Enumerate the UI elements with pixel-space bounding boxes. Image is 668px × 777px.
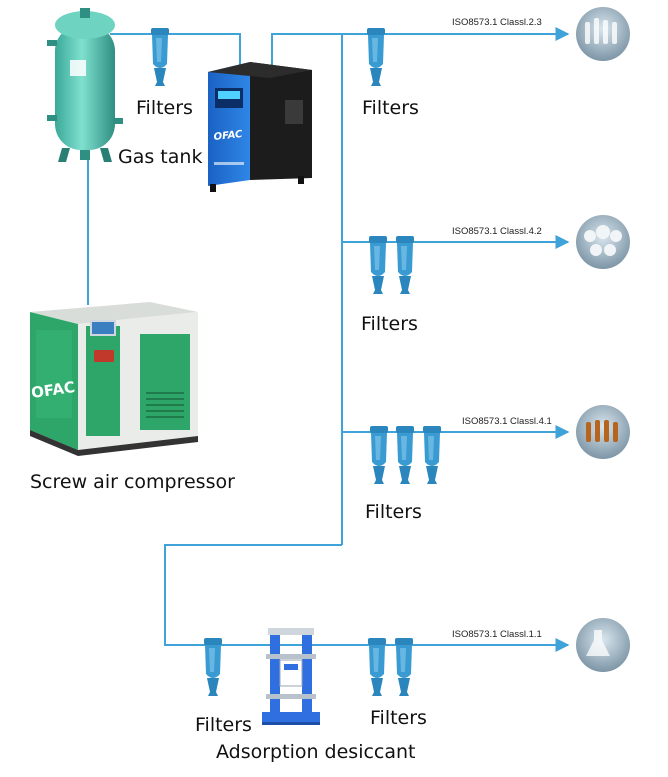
adsorption-desiccant-label: Adsorption desiccant — [216, 741, 416, 763]
filters-label-1: Filters — [136, 97, 193, 119]
filter-icon — [151, 28, 169, 86]
gas-tank-label: Gas tank — [118, 146, 203, 168]
end-use-bottling-icon — [576, 7, 630, 61]
end-use-food-processing-icon — [576, 215, 630, 269]
gas-tank-icon — [47, 8, 123, 162]
filters-label-3: Filters — [361, 313, 418, 335]
filter-icon — [396, 236, 414, 294]
filter-icon — [396, 426, 414, 484]
compressor-brand-logo: OFAC — [30, 378, 76, 402]
adsorption-desiccant-dryer-icon — [262, 628, 320, 725]
iso-class-label-1: ISO8573.1 Classl.2.3 — [452, 17, 542, 28]
iso-class-label-3: ISO8573.1 Classl.4.1 — [462, 416, 552, 427]
end-use-laboratory-icon — [576, 618, 630, 672]
filters-label-4: Filters — [365, 501, 422, 523]
filter-icon — [370, 426, 388, 484]
dryer-brand-logo: OFAC — [213, 129, 243, 143]
end-use-brewing-icon — [576, 405, 630, 459]
filter-icon — [368, 638, 386, 696]
iso-class-label-4: ISO8573.1 Classl.1.1 — [452, 629, 542, 640]
iso-class-label-2: ISO8573.1 Classl.4.2 — [452, 226, 542, 237]
screw-air-compressor-icon: OFAC — [30, 302, 198, 456]
filter-icon — [367, 28, 385, 86]
filter-icon — [204, 638, 222, 696]
filters-label-6: Filters — [370, 707, 427, 729]
screw-compressor-label: Screw air compressor — [30, 471, 235, 493]
filter-icon — [423, 426, 441, 484]
filter-icon — [369, 236, 387, 294]
filter-icon — [395, 638, 413, 696]
filters-label-5: Filters — [195, 714, 252, 736]
refrigerated-dryer-icon: OFAC — [208, 62, 312, 192]
filters-label-2: Filters — [362, 97, 419, 119]
